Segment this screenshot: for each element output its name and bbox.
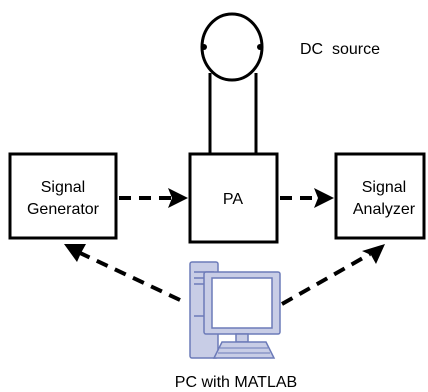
arrow-pc-to-generator-head	[64, 244, 86, 262]
dc-source-label: DC source	[300, 41, 380, 58]
pc-computer-icon: PC with MATLAB	[175, 261, 297, 391]
pc-label: PC with MATLAB	[175, 374, 297, 391]
dc-source-terminal-right	[257, 44, 263, 50]
arrow-pa-to-analyzer-head	[314, 188, 334, 208]
pc-keyboard	[212, 341, 276, 359]
signal-analyzer-label-line2: Analyzer	[353, 201, 416, 218]
signal-generator-box	[8, 152, 118, 240]
arrow-pc-to-generator	[64, 244, 181, 302]
signal-generator-block: Signal Generator	[8, 152, 118, 240]
signal-generator-label-line2: Generator	[27, 201, 100, 218]
dc-source-terminal-left	[201, 44, 207, 50]
pa-label: PA	[223, 191, 243, 208]
arrow-pc-to-analyzer	[281, 244, 385, 306]
arrow-pc-to-generator-line	[77, 250, 181, 302]
pa-block: PA	[188, 152, 279, 244]
dc-source: DC source	[200, 12, 380, 155]
signal-analyzer-box	[334, 152, 426, 240]
signal-analyzer-block: Signal Analyzer	[334, 152, 426, 240]
arrow-pc-to-analyzer-head	[362, 244, 385, 264]
pc-screen	[211, 277, 273, 329]
dc-source-circle	[200, 12, 264, 82]
arrow-generator-to-pa-head	[168, 188, 188, 208]
pa-box	[188, 152, 279, 244]
arrow-pc-to-analyzer-line	[281, 252, 371, 306]
arrow-pa-to-analyzer	[280, 188, 334, 208]
signal-generator-label-line1: Signal	[41, 179, 85, 196]
arrow-generator-to-pa	[119, 188, 188, 208]
signal-analyzer-label-line1: Signal	[362, 179, 406, 196]
pc-monitor-stand	[235, 333, 249, 343]
